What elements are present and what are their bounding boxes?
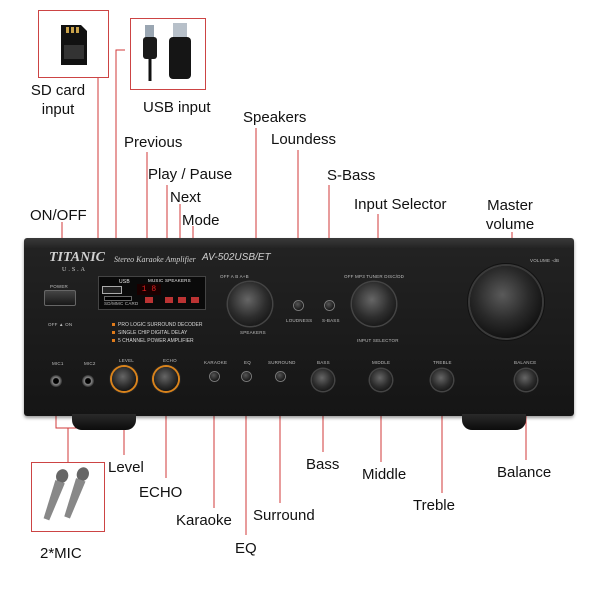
panel-subtitle: Stereo Karaoke Amplifier: [114, 255, 196, 264]
feature-1: PRO LOGIC SURROUND DECODER: [112, 322, 202, 328]
brand-logo: TITANIC: [49, 250, 106, 265]
input-selector-label: INPUT SELECTOR: [357, 338, 399, 343]
callout-loundess: Loundess: [271, 131, 337, 148]
amplifier-front-panel: TITANIC U.S.A Stereo Karaoke Amplifier A…: [24, 238, 574, 416]
power-label: POWER: [50, 284, 69, 289]
level-knob[interactable]: [112, 367, 136, 391]
callout-level: Level: [108, 459, 144, 476]
callout-echo: ECHO: [139, 484, 183, 501]
surround-button[interactable]: [276, 372, 285, 381]
mic1-label: MIC1: [52, 361, 64, 366]
microphone-icon: [43, 467, 89, 521]
speakers-label: SPEAKERS: [240, 330, 266, 335]
speakers-ticks: OFF A B A+B: [220, 274, 249, 279]
callout-treble: Treble: [413, 497, 455, 514]
music-speakers-tag: MUSIC SPEAKERS: [148, 278, 191, 283]
karaoke-button[interactable]: [210, 372, 219, 381]
middle-label: MIDDLE: [372, 360, 391, 365]
callout-previous: Previous: [124, 134, 183, 151]
eq-label: EQ: [244, 360, 251, 365]
sd-tag: SD/MMC CARD: [104, 301, 139, 306]
callout-mode: Mode: [182, 212, 220, 229]
loudness-button[interactable]: [294, 301, 303, 310]
callout-surround: Surround: [253, 507, 315, 524]
sbass-label: S-BASS: [322, 318, 340, 323]
callout-s-bass: S-Bass: [327, 167, 376, 184]
sd-card-inset: [38, 10, 109, 78]
callout-speakers: Speakers: [243, 109, 307, 126]
callout-sd-card: SD card input: [30, 82, 86, 118]
eq-button[interactable]: [242, 372, 251, 381]
input-ticks: OFF MP3 TUNER DISC/DD: [344, 274, 405, 279]
speakers-knob[interactable]: [228, 282, 272, 326]
mic2-jack[interactable]: [82, 375, 94, 387]
previous-button[interactable]: [145, 297, 153, 303]
input-selector-knob[interactable]: [352, 282, 396, 326]
callout-on-off: ON/OFF: [30, 207, 87, 224]
bass-knob[interactable]: [312, 369, 334, 391]
treble-label: TREBLE: [433, 360, 452, 365]
mic2-label: MIC2: [84, 361, 96, 366]
usb-inset: [130, 18, 206, 90]
panel-model: AV-502USB/ET: [202, 252, 271, 263]
callout-middle: Middle: [362, 466, 407, 483]
usb-drive-icon: [143, 23, 191, 81]
callout-play-pause: Play / Pause: [148, 166, 233, 183]
treble-knob[interactable]: [431, 369, 453, 391]
callout-input-selector: Input Selector: [354, 196, 447, 213]
usb-tag: USB: [119, 279, 130, 285]
balance-knob[interactable]: [515, 369, 537, 391]
sbass-button[interactable]: [325, 301, 334, 310]
karaoke-label: KARAOKE: [204, 360, 228, 365]
callout-balance: Balance: [497, 464, 552, 481]
play-pause-button[interactable]: [165, 297, 173, 303]
usb-port[interactable]: [102, 286, 122, 294]
surround-label: SURROUND: [268, 360, 296, 365]
feature-2: SINGLE CHIP DIGITAL DELAY: [112, 330, 187, 336]
sd-card-icon: [61, 25, 87, 65]
master-volume-knob[interactable]: [470, 266, 542, 338]
brand-sub: U.S.A: [62, 267, 88, 273]
callout-karaoke: Karaoke: [176, 512, 232, 529]
level-label: LEVEL: [119, 358, 135, 363]
led-display: 1 8: [137, 284, 161, 295]
bass-label: BASS: [317, 360, 330, 365]
power-off-on: OFF ▲ ON: [48, 322, 73, 327]
callout-next: Next: [170, 189, 201, 206]
echo-knob[interactable]: [154, 367, 178, 391]
mode-button[interactable]: [191, 297, 199, 303]
callout-usb: USB input: [143, 99, 211, 116]
callout-master-volume: Master volume: [485, 197, 535, 233]
callout-eq: EQ: [235, 540, 257, 557]
callout-two-mic: 2*MIC: [40, 545, 82, 562]
volume-label: VOLUME -dB: [530, 258, 560, 263]
power-switch[interactable]: [44, 290, 76, 306]
loudness-label: LOUDNESS: [286, 318, 313, 323]
left-foot: [72, 414, 136, 430]
feature-3: 5 CHANNEL POWER AMPLIFIER: [112, 338, 194, 344]
next-button[interactable]: [178, 297, 186, 303]
echo-label: ECHO: [163, 358, 177, 363]
middle-knob[interactable]: [370, 369, 392, 391]
microphone-inset: [31, 462, 105, 532]
sd-slot[interactable]: [104, 296, 132, 301]
callout-bass: Bass: [306, 456, 340, 473]
balance-label: BALANCE: [514, 360, 537, 365]
right-foot: [462, 414, 526, 430]
mic1-jack[interactable]: [50, 375, 62, 387]
